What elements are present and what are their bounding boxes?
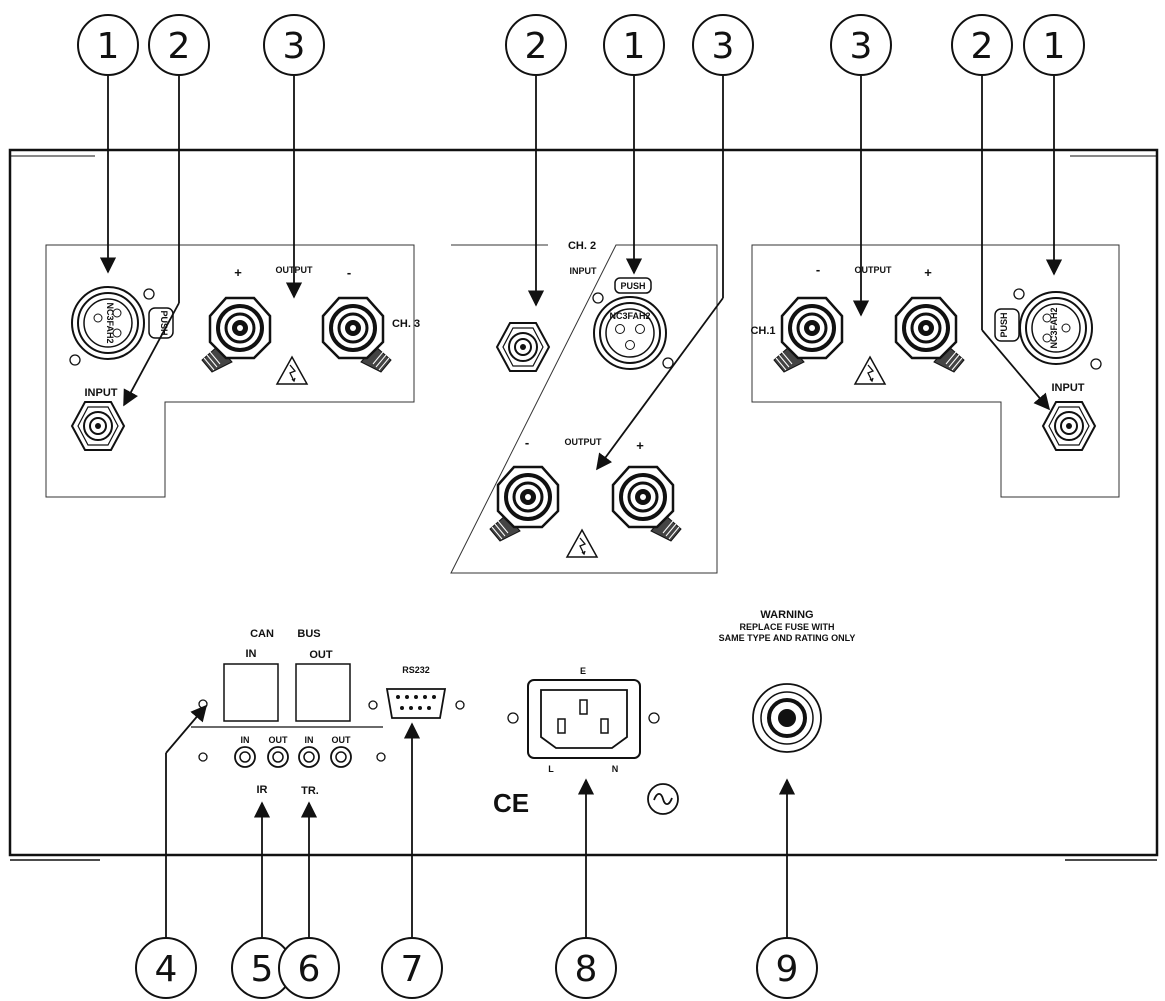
ch2-xlr-model: NC3FAH2	[609, 311, 650, 321]
can-bus-in-port[interactable]	[223, 663, 279, 722]
svg-text:4: 4	[155, 949, 178, 990]
ch2-plus-label: +	[636, 438, 644, 453]
warning-title: WARNING	[760, 609, 813, 621]
ir-out-label: OUT	[269, 735, 289, 745]
ch1-plus-label: +	[924, 265, 932, 280]
svg-text:9: 9	[776, 949, 799, 990]
panel-ch3	[45, 244, 415, 498]
iec-power-inlet[interactable]	[527, 679, 641, 759]
leader-lines	[99, 76, 1063, 946]
ch1-push-label: PUSH	[999, 312, 1009, 337]
callout-3-right: 3	[830, 14, 892, 76]
bus-label: BUS	[297, 628, 320, 640]
callout-2-left: 2	[148, 14, 210, 76]
tr-out-label: OUT	[332, 735, 352, 745]
ch1-xlr-input[interactable]: NC3FAH2	[1019, 291, 1093, 365]
ch3-channel-label: CH. 3	[392, 318, 420, 330]
ch3-xlr-input[interactable]: NC3FAH2	[71, 286, 145, 360]
callout-1-left: 1	[77, 14, 139, 76]
ch3-minus-label: -	[347, 265, 351, 280]
ch2-minus-label: -	[525, 435, 529, 450]
svg-text:3: 3	[850, 26, 873, 67]
svg-text:1: 1	[1043, 26, 1066, 67]
callout-9: 9	[756, 937, 818, 999]
tr-in-label: IN	[305, 735, 314, 745]
ch1-input-label: INPUT	[1052, 382, 1085, 394]
callout-3-center: 3	[692, 14, 754, 76]
ch3-input-label: INPUT	[85, 387, 118, 399]
svg-text:5: 5	[251, 949, 274, 990]
ch1-channel-label: CH.1	[750, 325, 775, 337]
ir-label: IR	[257, 784, 268, 796]
rs232-label: RS232	[402, 665, 430, 675]
ch1-output-label: OUTPUT	[855, 265, 893, 275]
tr-label: TR.	[301, 785, 319, 797]
callout-2-center: 2	[505, 14, 567, 76]
callout-2-right: 2	[951, 14, 1013, 76]
ch1-xlr-model: NC3FAH2	[1049, 307, 1059, 348]
ch2-push-label: PUSH	[620, 281, 645, 291]
svg-text:1: 1	[623, 26, 646, 67]
svg-text:8: 8	[575, 949, 598, 990]
svg-text:3: 3	[712, 26, 735, 67]
ir-in-label: IN	[241, 735, 250, 745]
callout-7: 7	[381, 937, 443, 999]
power-earth-label: E	[580, 666, 586, 676]
ch1-push-latch[interactable]	[994, 308, 1020, 342]
ir-out-jack[interactable]	[267, 746, 289, 768]
rs232-port[interactable]	[385, 688, 447, 719]
fuse-holder[interactable]	[752, 683, 822, 753]
ac-symbol-icon	[647, 783, 679, 815]
ir-in-jack[interactable]	[234, 746, 256, 768]
callout-3-left: 3	[263, 14, 325, 76]
tr-out-jack[interactable]	[330, 746, 352, 768]
callout-1-center: 1	[603, 14, 665, 76]
can-in-label: IN	[246, 648, 257, 660]
callout-6: 6	[278, 937, 340, 999]
can-label: CAN	[250, 628, 274, 640]
svg-text:2: 2	[168, 26, 191, 67]
panel-ch1	[751, 244, 1120, 498]
ch2-output-label: OUTPUT	[565, 437, 603, 447]
ce-mark: CE	[493, 788, 529, 818]
svg-text:1: 1	[97, 26, 120, 67]
callout-4: 4	[135, 937, 197, 999]
panel-ch2	[450, 244, 718, 574]
callout-8: 8	[555, 937, 617, 999]
can-out-label: OUT	[309, 649, 333, 661]
ch2-push-latch[interactable]	[614, 277, 652, 294]
ch1-minus-label: -	[816, 262, 820, 277]
svg-text:2: 2	[525, 26, 548, 67]
can-bus-out-port[interactable]	[295, 663, 351, 722]
ch3-push-label: PUSH	[159, 310, 169, 335]
ch2-channel-label: CH. 2	[568, 240, 596, 252]
ch2-input-label: INPUT	[570, 266, 598, 276]
warning-line-2: SAME TYPE AND RATING ONLY	[719, 633, 856, 643]
ch2-xlr-input[interactable]: NC3FAH2	[593, 296, 667, 370]
svg-text:2: 2	[971, 26, 994, 67]
svg-text:3: 3	[283, 26, 306, 67]
svg-text:6: 6	[298, 949, 321, 990]
callout-1-right: 1	[1023, 14, 1085, 76]
ch3-xlr-model: NC3FAH2	[105, 302, 115, 343]
power-neutral-label: N	[612, 764, 619, 774]
power-line-label: L	[548, 764, 554, 774]
warning-line-1: REPLACE FUSE WITH	[739, 622, 834, 632]
tr-in-jack[interactable]	[298, 746, 320, 768]
svg-text:7: 7	[401, 949, 424, 990]
ch3-plus-label: +	[234, 265, 242, 280]
